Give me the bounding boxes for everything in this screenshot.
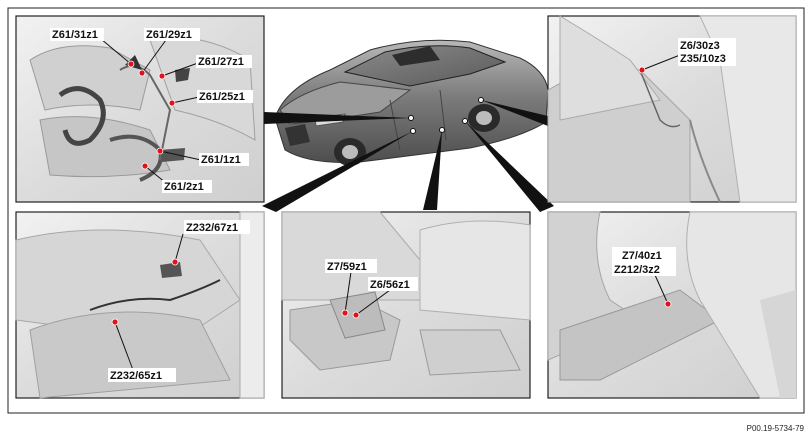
label-z212-3z2: Z212/3z2 <box>614 264 660 276</box>
marker-z7-40z1 <box>664 300 672 308</box>
label-z61-27z1: Z61/27z1 <box>198 56 244 68</box>
marker-z61-2z1 <box>141 162 149 170</box>
label-z6-56z1: Z6/56z1 <box>370 279 410 291</box>
panel-rear-pillar: Z6/30z3 Z35/10z3 <box>547 15 797 203</box>
panel-rear-sill: Z7/40z1 Z212/3z2 <box>547 211 797 399</box>
marker-z232-65z1 <box>111 318 119 326</box>
marker-z61-25z1 <box>168 99 176 107</box>
marker-z61-1z1 <box>156 147 164 155</box>
label-z7-59z1: Z7/59z1 <box>327 261 367 273</box>
panel-driver-seat: Z61/31z1 Z61/29z1 Z61/27z1 Z61/25z1 Z61/… <box>15 15 265 203</box>
label-z61-1z1: Z61/1z1 <box>201 154 241 166</box>
label-z232-67z1: Z232/67z1 <box>186 222 238 234</box>
label-z61-25z1: Z61/25z1 <box>199 91 245 103</box>
panel-passenger-seat: Z232/67z1 Z232/65z1 <box>15 211 265 399</box>
label-z61-29z1: Z61/29z1 <box>146 29 192 41</box>
label-z35-10z3: Z35/10z3 <box>680 53 726 65</box>
label-z7-40z1: Z7/40z1 <box>622 250 662 262</box>
label-z232-65z1: Z232/65z1 <box>110 370 162 382</box>
panel-floor-center: Z7/59z1 Z6/56z1 <box>281 211 531 399</box>
connector-lines <box>262 100 554 212</box>
marker-z61-27z1 <box>158 72 166 80</box>
label-z61-31z1: Z61/31z1 <box>52 29 98 41</box>
marker-z6-56z1 <box>352 311 360 319</box>
marker-z7-59z1 <box>341 309 349 317</box>
marker-z232-67z1 <box>171 258 179 266</box>
marker-z61-31z1 <box>127 60 135 68</box>
marker-z6-30z3 <box>638 66 646 74</box>
label-z61-2z1: Z61/2z1 <box>164 181 204 193</box>
label-z6-30z3: Z6/30z3 <box>680 40 720 52</box>
reference-code: P00.19-5734-79 <box>746 424 804 433</box>
marker-z61-29z1 <box>138 69 146 77</box>
